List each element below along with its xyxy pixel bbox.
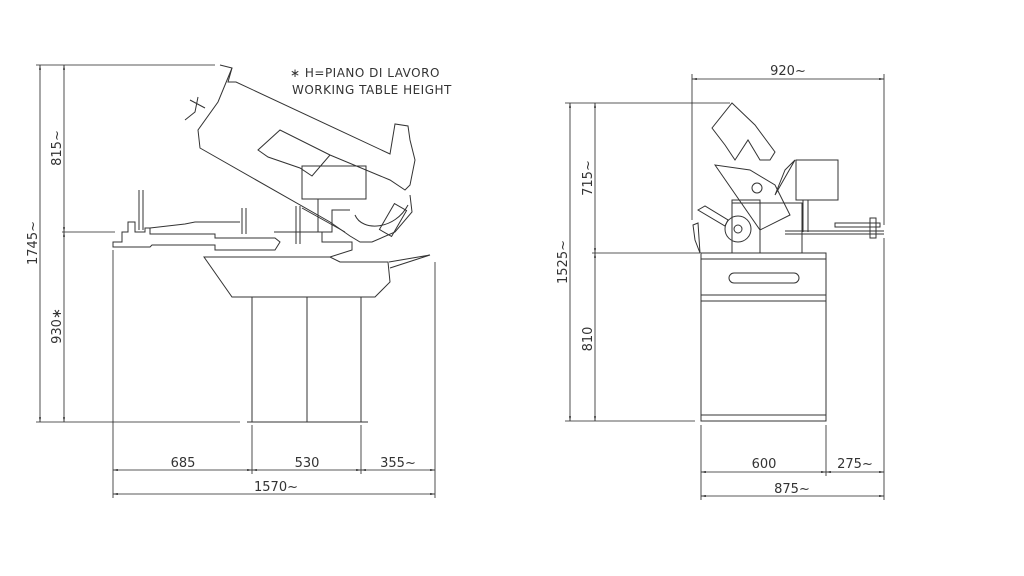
- dim-total-height: 1745~: [26, 221, 41, 265]
- dim-front-base-width: 600: [752, 457, 777, 472]
- dim-front-upper-height: 715~: [581, 160, 596, 196]
- note-line-2: WORKING TABLE HEIGHT: [292, 83, 452, 97]
- dim-upper-height: 815~: [50, 130, 65, 166]
- dim-front-table-height: 810: [581, 327, 596, 352]
- side-view: 1745~ 815~ 930∗: [26, 64, 436, 498]
- dim-table-height: 930∗: [50, 308, 65, 344]
- dim-left-width: 685: [171, 456, 196, 471]
- dim-base-width: 530: [295, 456, 320, 471]
- dim-max-width: 920~: [770, 64, 806, 79]
- bandsaw-front-outline: [692, 102, 884, 422]
- front-view: 920~ 1525~ 715~ 810: [556, 64, 885, 500]
- note-line-1: ∗ H=PIANO DI LAVORO: [290, 66, 440, 80]
- working-table-note: ∗ H=PIANO DI LAVORO WORKING TABLE HEIGHT: [290, 66, 452, 97]
- bandsaw-side-outline: [112, 64, 431, 423]
- dim-front-total-width: 875~: [774, 482, 810, 497]
- dim-right-width: 355~: [380, 456, 416, 471]
- dim-total-width: 1570~: [254, 480, 298, 495]
- dim-front-total-height: 1525~: [556, 240, 571, 284]
- dim-front-right-width: 275~: [837, 457, 873, 472]
